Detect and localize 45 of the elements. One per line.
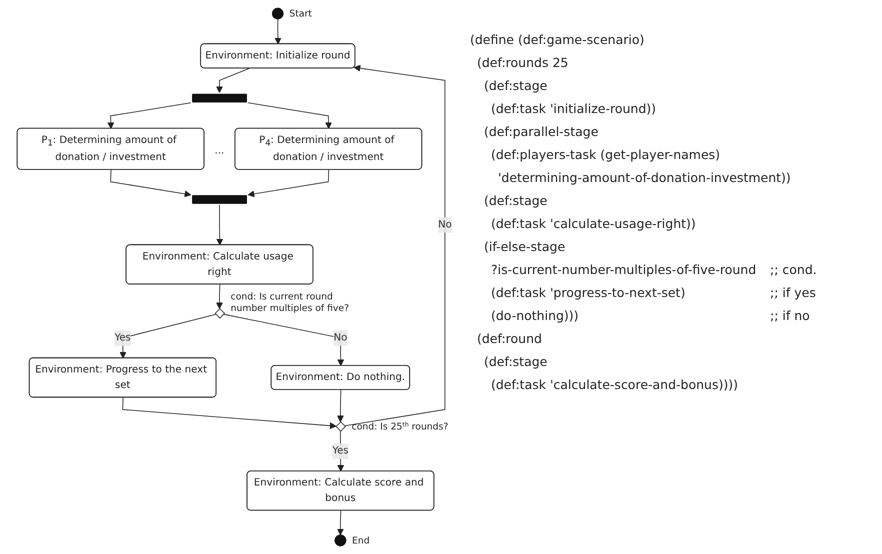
code-comment: ;; if yes xyxy=(770,284,816,302)
code-line: (if-else-stage xyxy=(484,239,566,254)
arrow xyxy=(110,169,192,198)
arrow xyxy=(120,314,216,358)
arrow xyxy=(344,64,446,426)
arrow xyxy=(337,510,344,536)
arrow xyxy=(274,18,282,44)
edge-label: Yes xyxy=(114,332,131,344)
code-line: (def:stage xyxy=(484,193,548,208)
ellipsis-text: ... xyxy=(214,145,224,156)
node-caption: End xyxy=(352,536,370,546)
arrow xyxy=(223,314,344,366)
code-line: ?is-current-number-multiples-of-five-round xyxy=(491,262,756,277)
edge-label: No xyxy=(334,332,348,344)
code-line: (def:players-task (get-player-names) xyxy=(491,147,720,162)
arrow xyxy=(248,169,330,198)
code-line: (define (def:game-scenario) xyxy=(470,32,644,47)
code-line: (def:task 'progress-to-next-set) xyxy=(491,285,686,300)
arrow xyxy=(248,102,332,129)
code-line: (do-nothing))) xyxy=(491,308,579,323)
node-diamond xyxy=(336,421,346,432)
code-line: (def:stage xyxy=(484,354,548,369)
edge-label: No xyxy=(438,218,452,230)
arrow xyxy=(122,397,337,430)
code-line: (def:stage xyxy=(484,78,548,93)
code-comment: ;; cond. xyxy=(770,261,817,279)
code-comment: ;; if no xyxy=(770,307,810,325)
code-line: (def:task 'initialize-round)) xyxy=(491,101,656,116)
code-line: 'determining-amount-of-donation-investment)) xyxy=(498,170,791,185)
code-line: (def:task 'calculate-usage-right)) xyxy=(491,216,696,231)
node-caption: cond: Is current round number multiples of five? xyxy=(230,292,350,314)
code-line: (def:parallel-stage xyxy=(484,124,598,139)
code-line: (def:rounds 25 xyxy=(477,55,568,70)
node-circle xyxy=(272,8,284,20)
arrow xyxy=(337,390,344,422)
arrow xyxy=(216,284,223,310)
arrow xyxy=(216,68,250,94)
code-line: (def:task 'calculate-score-and-bonus)))) xyxy=(491,377,738,392)
code-line: (def:round xyxy=(477,331,542,346)
arrow xyxy=(216,204,224,246)
edge-label: Yes xyxy=(332,445,349,457)
node-diamond xyxy=(214,308,226,319)
arrow xyxy=(108,102,192,129)
node-caption: Start xyxy=(289,8,312,20)
node-caption: cond: Is 25$^{th}$ rounds? xyxy=(352,421,448,433)
